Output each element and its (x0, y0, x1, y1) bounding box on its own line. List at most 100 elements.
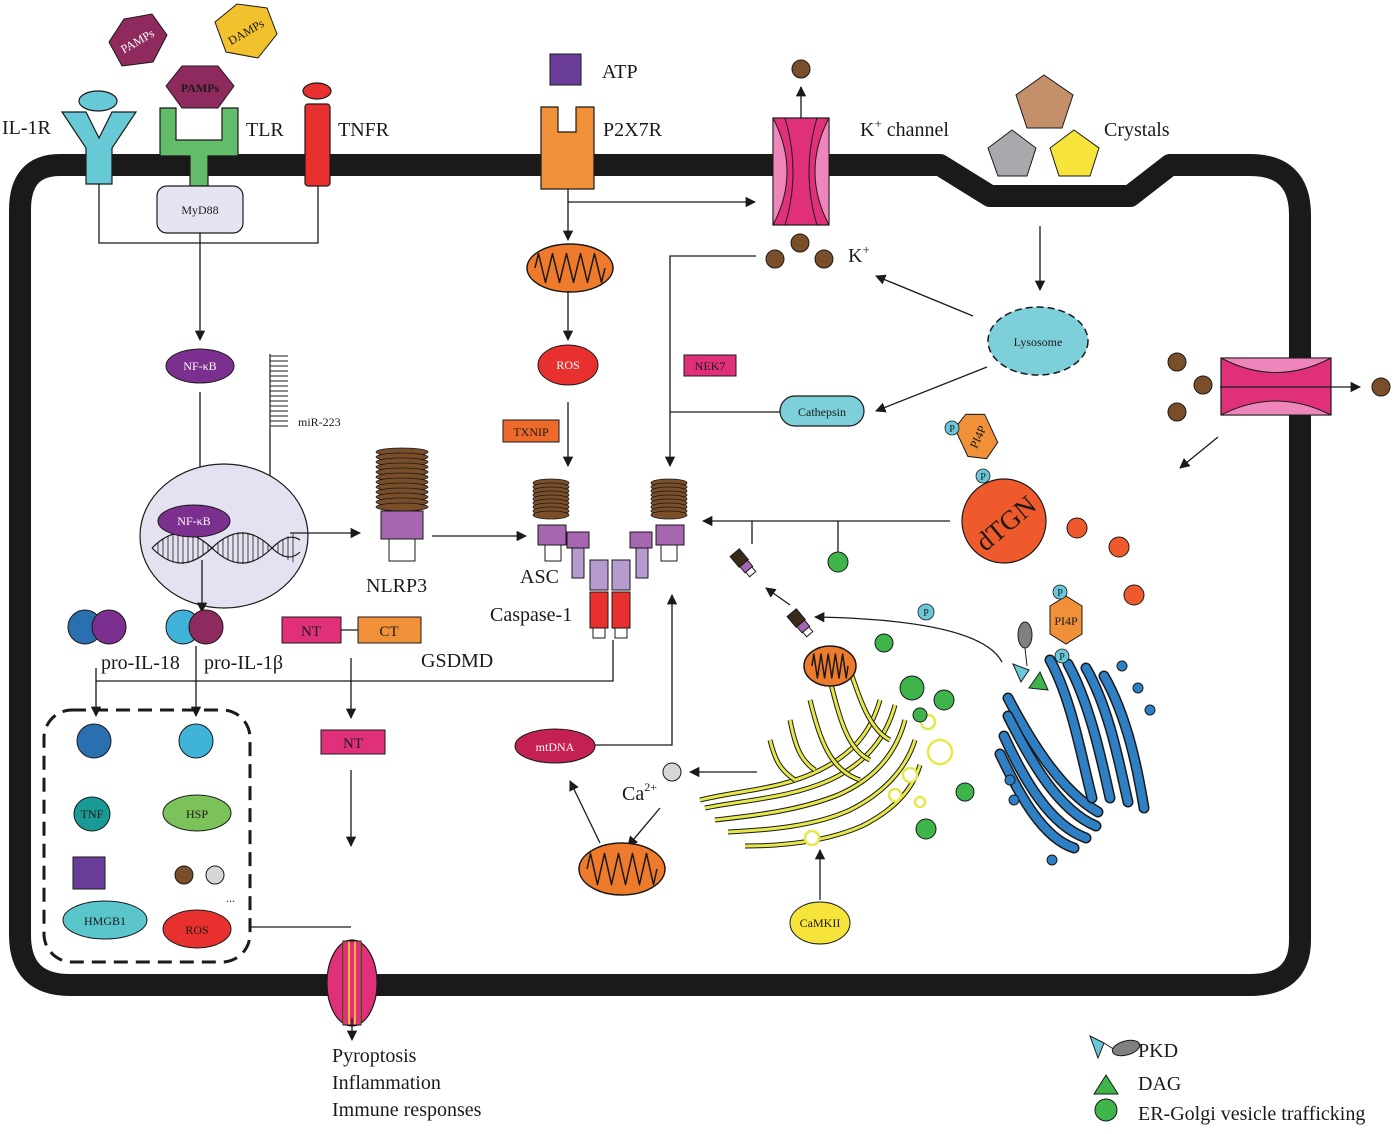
k-to-inflammasome-line (664, 255, 756, 468)
nfkb-cytoplasmic: NF-κB (165, 348, 235, 384)
phospho-top-2 (975, 468, 991, 484)
legend-dag-label: DAG (1138, 1073, 1181, 1095)
pro-il1b-label: pro-IL-1β (204, 652, 283, 674)
golgi-cisterna-3 (996, 750, 1078, 852)
nlrp3-fragments (729, 548, 814, 638)
mtdna: mtDNA (514, 728, 596, 764)
k-ion-out (791, 59, 811, 79)
camkii: CaMKII (789, 901, 851, 945)
tlr-label: TLR (246, 119, 284, 141)
asc-pyd (571, 547, 585, 579)
nlrp3-fragment-2 (786, 608, 814, 638)
k-ion-2 (790, 233, 810, 253)
gsdmd-nt: NT (281, 616, 342, 644)
inflammasome-pyd-left (544, 544, 562, 562)
mitochondrion-er (803, 645, 857, 687)
caspase1-cap-right (614, 627, 628, 639)
lysosome-to-cathepsin-arrow (875, 366, 988, 413)
er-lumen-8 (788, 719, 816, 772)
er-lumen-3 (727, 739, 917, 834)
pamps-top: PAMPs (108, 13, 168, 67)
nek7-label: NEK7 (695, 359, 726, 373)
asc-pyd (635, 547, 649, 579)
atp-released (72, 856, 106, 890)
cell-membrane (9, 154, 1311, 996)
inflammasome-lrr-left (532, 510, 570, 520)
ros-released-label: ROS (185, 923, 208, 937)
nfkb-cyto-label: NF-κB (183, 359, 216, 373)
outcome-pyroptosis: Pyroptosis (332, 1045, 417, 1067)
phospho-right-1-label: P (1057, 588, 1063, 599)
golgi-stack (994, 654, 1156, 866)
cathepsin: Cathepsin (779, 395, 865, 427)
mito-top-cristae (534, 252, 606, 284)
inflammasome-nacht-right (655, 524, 685, 546)
tnfr-receptor (302, 82, 332, 187)
dtgn-vesicle-3 (1123, 584, 1145, 606)
txnip-box: TXNIP (502, 419, 560, 443)
gsdmd-ct: CT (357, 616, 422, 644)
release-ellipsis: ... (226, 891, 235, 905)
er-vesicle-3 (887, 787, 903, 803)
nlrp3-fragment-1 (729, 548, 757, 578)
er-lumen-4 (744, 764, 922, 848)
hmgb1-item: HMGB1 (62, 900, 148, 940)
er-vesicle-0 (926, 738, 954, 766)
il1-ligand (78, 90, 118, 112)
pi4p-right: PI4P (1049, 595, 1083, 645)
asc-body-right (611, 559, 631, 591)
asc-card (629, 531, 653, 549)
lysosome-label: Lysosome (1014, 335, 1063, 349)
asc-body-left (589, 559, 609, 591)
golgi-vesicle-0 (1004, 774, 1016, 786)
hmgb1-label: HMGB1 (84, 914, 126, 928)
golgi-vesicle-3 (1132, 682, 1144, 694)
golgi-cisterna-7 (1100, 672, 1148, 812)
inflammasome-nacht-left (537, 524, 567, 546)
golgi-vesicle-1 (1008, 794, 1020, 806)
nek7-box: NEK7 (683, 354, 737, 377)
il18-mature (76, 723, 112, 759)
crystal-brown (1015, 74, 1074, 129)
pi4p-right-label: PI4P (1054, 614, 1078, 628)
legend-vesicle-icon (1094, 1098, 1118, 1122)
k-ion-side-2 (1193, 375, 1213, 395)
txnip-label: TXNIP (513, 425, 549, 439)
golgi-to-nlrp3-arrow (813, 611, 1003, 663)
legend-vesicle-label: ER-Golgi vesicle trafficking (1138, 1103, 1365, 1125)
p2x7r-label: P2X7R (603, 119, 663, 141)
k-ion-side-out (1371, 377, 1391, 397)
atp-label: ATP (602, 61, 638, 83)
er-lumen-6 (828, 679, 871, 762)
golgi-cisterna-1 (1004, 712, 1100, 830)
ca-released (205, 865, 225, 885)
il1r-label: IL-1R (2, 117, 52, 139)
phospho-top-1 (944, 420, 960, 436)
k-ion-3 (814, 249, 834, 269)
phospho-path (917, 603, 935, 621)
il1b-mature (178, 723, 214, 759)
golgi-vesicle-4 (1144, 704, 1156, 716)
nlrp3-label: NLRP3 (366, 575, 427, 597)
golgi-cisterna-2 (1000, 732, 1090, 842)
er-lumen-7 (848, 669, 891, 742)
er-vesicle-2 (901, 766, 919, 784)
gsdmd-pore (326, 939, 378, 1027)
ca-ion (662, 762, 682, 782)
ros-released: ROS (162, 909, 232, 949)
gsdmd-nt-label: NT (301, 624, 321, 640)
k-ion-side-1 (1167, 352, 1187, 372)
golgi-vesicle-5 (1046, 854, 1058, 866)
golgi-vesicle-2 (1116, 660, 1128, 672)
phospho-top-2-label: P (980, 472, 986, 483)
legend-pkd-icon (1089, 1034, 1141, 1060)
asc-card (566, 531, 590, 549)
dtgn-vesicle-1 (1066, 517, 1088, 539)
er-vesicle-4 (913, 795, 927, 809)
crystal-yellow (1049, 129, 1100, 177)
nfkb-nucleus-label: NF-κB (177, 514, 210, 528)
outcome-inflammation: Inflammation (332, 1072, 441, 1094)
tnf-item: TNF (73, 796, 111, 832)
